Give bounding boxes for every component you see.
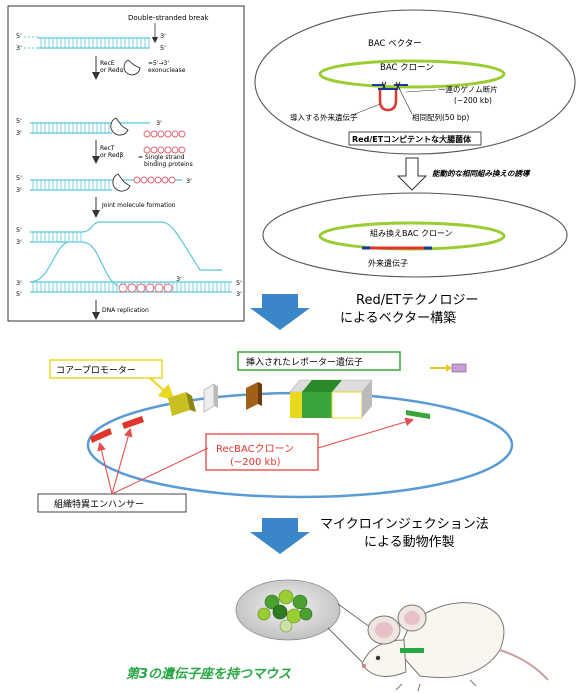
bac-clone-title: BAC クローン xyxy=(380,63,434,73)
s2-5: 5' xyxy=(16,117,22,125)
ssb-protein-icons xyxy=(143,130,186,154)
core-promoter-block xyxy=(168,392,190,416)
host-label-box xyxy=(348,131,482,146)
genome-fragment-size: (~200 kb) xyxy=(454,96,492,105)
core-promoter-box xyxy=(49,359,163,379)
s5-3: 3' xyxy=(16,279,22,287)
recbac-label-1: RecBACクローン xyxy=(216,443,294,455)
mouse-illustration xyxy=(235,579,549,692)
bac-clone-ring xyxy=(318,59,506,89)
e-coli-cell-2 xyxy=(262,192,568,278)
step2-line1: マイクロインジェクション法 xyxy=(320,517,489,532)
s4-5: 5' xyxy=(16,226,22,234)
step1-enzyme-2: or Redα xyxy=(100,67,123,74)
construct-section: コアープロモーター 挿入されたレポーター遺伝子 xyxy=(37,351,514,513)
homology-label: 相同配列(50 bp) xyxy=(412,112,469,122)
transgene-marker xyxy=(400,648,424,653)
step2-enzyme-2: or Redβ xyxy=(100,152,123,159)
foreign-gene-leader xyxy=(349,103,381,117)
step2-line2: による動物作製 xyxy=(364,535,455,550)
exonuclease-on-strand-icon xyxy=(110,117,129,136)
foreign-gene-label: 導入する外来遺伝子 xyxy=(290,112,358,122)
foreign-gene-label-2: 外来遺伝子 xyxy=(368,258,408,268)
exon-slice-2 xyxy=(246,382,258,410)
s3-3r: 3' xyxy=(186,177,192,185)
petri-dish xyxy=(235,579,341,641)
exonuclease-strand3-icon xyxy=(112,173,131,192)
enhancer-1 xyxy=(90,428,112,443)
reporter-marker xyxy=(406,410,430,419)
step1-line1: Red/ETテクノロジー xyxy=(356,293,478,308)
enhancer-pointers xyxy=(97,417,415,495)
dish-pointer-2 xyxy=(327,627,363,663)
genome-fragment-label: 一連のゲノム断片 xyxy=(438,84,498,94)
exon-slice-1 xyxy=(203,383,215,413)
bac-panel: BAC ベクター BAC クローン 一連のゲノム断片 (~200 kb) 相同配… xyxy=(254,9,576,278)
s3-5: 5' xyxy=(16,174,22,182)
s5-3mid: 3' xyxy=(176,275,182,283)
step2-ssb-2: binding proteins xyxy=(144,161,193,168)
genome-leader xyxy=(405,89,437,93)
induction-arrow-icon xyxy=(396,157,428,191)
recbac-label-2: (~200 kb) xyxy=(230,457,281,468)
step2-enzyme-1: RecT xyxy=(100,145,115,152)
step3-label: Joint molecule formation xyxy=(101,202,176,209)
joint-molecule: 5' 3' 3' 5' 5' 3' 3' xyxy=(16,221,242,298)
mechanism-panel: Double-stranded break 5' 3' 3' 5' RecE o… xyxy=(7,5,245,322)
dna-strand-2: 5' 3' 3' xyxy=(16,117,162,137)
foreign-gene-insert xyxy=(372,81,408,112)
step4-label: DNA replication xyxy=(102,307,149,314)
enhancer-2 xyxy=(122,416,144,429)
enhancer-label: 組織特異エンハンサー xyxy=(54,498,144,510)
step1-exo-2: exonuclease xyxy=(148,67,186,74)
exonuclease-icon xyxy=(123,59,141,76)
s5-3r: 3' xyxy=(236,290,242,298)
step-arrow-2: マイクロインジェクション法 による動物作製 xyxy=(250,517,489,554)
s3-3: 3' xyxy=(16,186,22,194)
step1-exo-1: =5'→3' xyxy=(148,60,169,67)
s2-3: 3' xyxy=(16,129,22,137)
down-arrow-1-icon xyxy=(250,294,310,330)
reporter-gene-block xyxy=(289,379,373,419)
step1-line2: によるベクター構築 xyxy=(340,311,456,326)
strand-3-label: 3' xyxy=(16,44,22,52)
orientation-arrow-icon xyxy=(430,363,467,373)
induction-label: 能動的な相同組み換えの誘導 xyxy=(432,169,531,178)
recombinant-label: 組み換えBAC クローン xyxy=(370,228,453,238)
dish-pointer-1 xyxy=(337,603,375,631)
reporter-label-box xyxy=(237,351,401,371)
dsb-label: Double-stranded break xyxy=(128,14,210,22)
mouse-icon xyxy=(361,602,549,692)
promoter-pointer xyxy=(149,377,175,401)
dna-strand-3: 5' 3' 3' xyxy=(16,173,192,194)
step1-enzyme-1: RecE xyxy=(100,60,115,67)
dna-strand-1: 5' 3' 3' 5' xyxy=(16,32,166,52)
down-arrow-2-icon xyxy=(250,518,310,554)
bac-vector-title: BAC ベクター xyxy=(368,39,422,49)
s2-3r: 3' xyxy=(156,119,162,127)
reporter-label: 挿入されたレポーター遺伝子 xyxy=(246,356,363,368)
s5-5: 5' xyxy=(16,290,22,298)
mouse-caption: 第3の遺伝子座を持つマウス xyxy=(126,666,291,682)
step2-ssb-1: = Single strand xyxy=(138,154,185,161)
s4-3: 3' xyxy=(16,238,22,246)
strand-3-label-r: 3' xyxy=(160,32,166,40)
strand-5-label: 5' xyxy=(16,32,22,40)
recbac-label-box xyxy=(205,433,319,471)
step-arrow-1: Red/ETテクノロジー によるベクター構築 xyxy=(250,293,478,330)
core-promoter-label: コアープロモーター xyxy=(56,365,136,376)
strand-5-label-r: 5' xyxy=(160,44,166,52)
embryo-cells xyxy=(257,589,313,633)
homology-leader xyxy=(399,89,413,115)
s5-5r: 5' xyxy=(236,279,242,287)
host-label: Red/ETコンピテントな大腸菌体 xyxy=(352,134,472,144)
e-coli-cell-1 xyxy=(254,9,576,155)
